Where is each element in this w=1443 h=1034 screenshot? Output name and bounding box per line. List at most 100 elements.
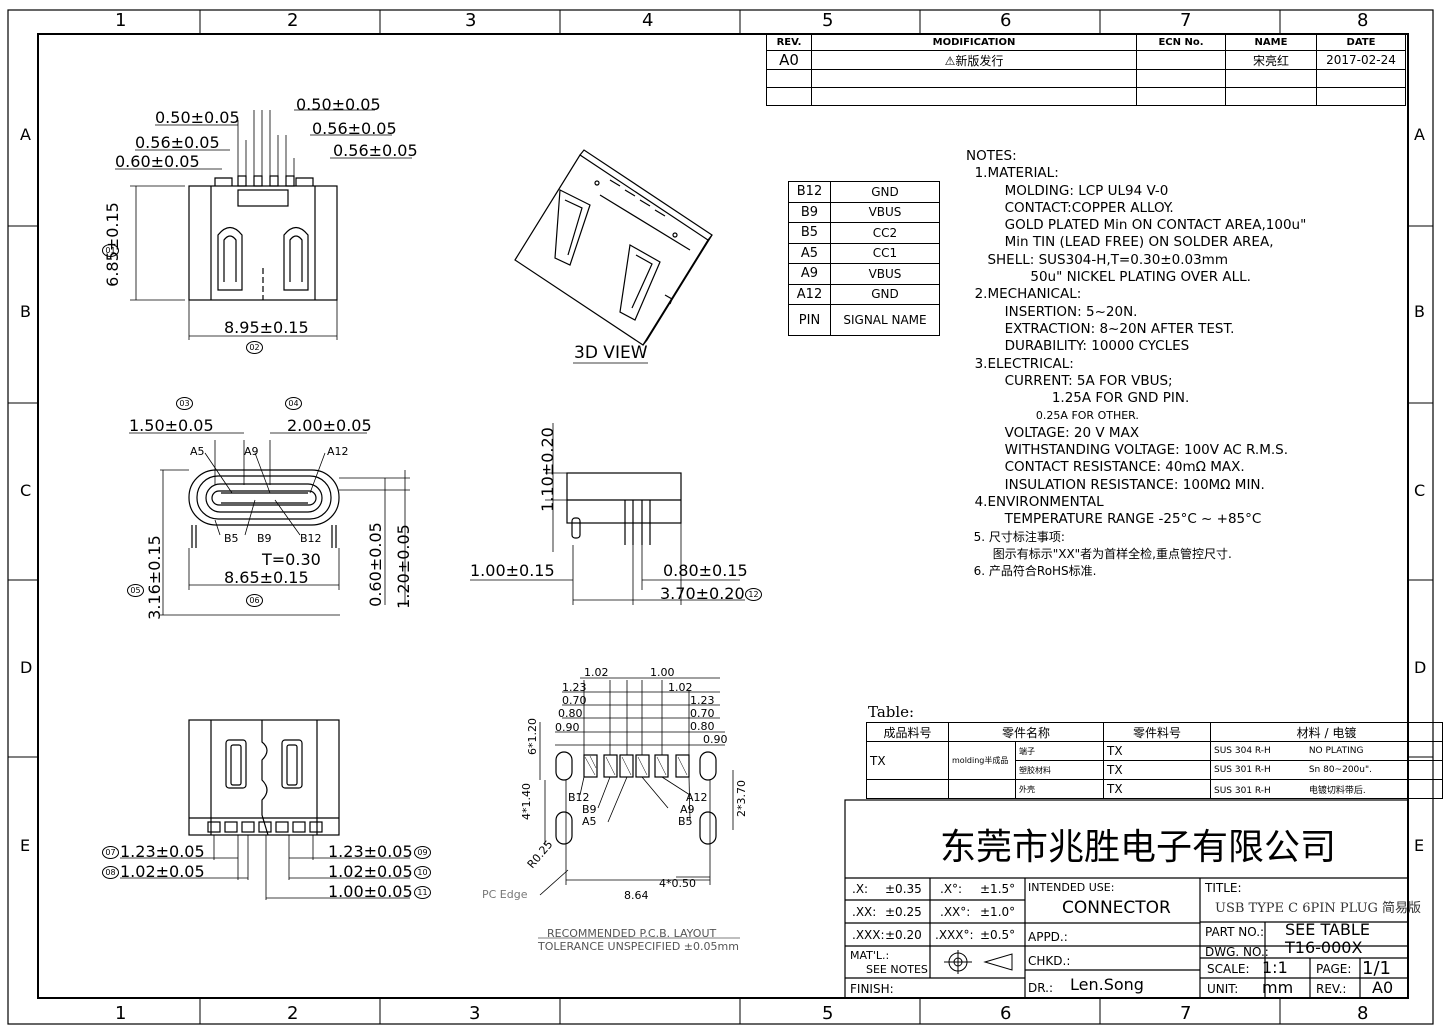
dim-label: 0.90 xyxy=(555,721,580,734)
page-label: PAGE: xyxy=(1316,962,1352,976)
dim-label: 1.02 xyxy=(668,681,693,694)
material-text: SUS 304 R-H xyxy=(1214,746,1271,756)
note-line: MOLDING: LCP UL94 V-0 xyxy=(966,182,1169,199)
dim-label: 3.16±0.15 xyxy=(144,535,164,620)
col-label-2: 2 xyxy=(287,1003,299,1024)
dim-label: T=0.30 xyxy=(262,550,321,569)
pin-cell: A5 xyxy=(788,242,831,264)
date-value: 2017-02-24 xyxy=(1316,50,1406,70)
note-line: 3.ELECTRICAL: xyxy=(966,355,1074,372)
sub-cell: molding半成品 xyxy=(948,741,1016,780)
pin-label: B5 xyxy=(678,815,693,828)
tol-value: ±0.35 xyxy=(885,882,922,896)
col-label-4: 4 xyxy=(642,10,654,31)
signal-cell: GND xyxy=(830,283,940,305)
row-label-b: B xyxy=(1414,302,1425,321)
row-label-d: D xyxy=(1414,658,1427,677)
dim-label: 0.56±0.05 xyxy=(312,119,397,138)
col-label-2: 2 xyxy=(287,10,299,31)
part-no-value: SEE TABLE xyxy=(1285,920,1370,939)
note-line: DURABILITY: 10000 CYCLES xyxy=(966,338,1190,355)
note-line: 0.25A FOR OTHER. xyxy=(966,409,1139,423)
pn-cell: TX xyxy=(1103,741,1211,761)
pin-header: PIN xyxy=(788,304,831,336)
rev-header: REV. xyxy=(766,33,812,51)
pcb-tolerance-caption: TOLERANCE UNSPECIFIED ±0.05mm xyxy=(538,940,739,953)
angle-tol-label: .XXX°: xyxy=(935,928,974,942)
empty-cell xyxy=(811,87,1137,106)
tol-label: .XX: xyxy=(852,905,877,919)
dim-label: 4*0.50 xyxy=(659,877,696,890)
dim-label: 3.70±0.20 xyxy=(660,584,745,603)
pin-label: A9 xyxy=(244,445,259,458)
material-table: 成品料号 零件名称 零件料号 材料 / 电镀 TX molding半成品 端子 … xyxy=(866,722,1443,799)
row-label-d: D xyxy=(20,658,33,677)
dwg-no-value: T16-000X xyxy=(1285,938,1363,957)
title-value: USB TYPE C 6PIN PLUG 简易版 xyxy=(1215,901,1422,916)
modification-value: ⚠新版发行 xyxy=(811,50,1137,70)
notes-block: NOTES: 1.MATERIAL: MOLDING: LCP UL94 V-0… xyxy=(966,148,1306,580)
dim-label: 1.20±0.05 xyxy=(393,524,413,609)
signal-cell: CC2 xyxy=(830,222,940,244)
balloon: 12 xyxy=(745,588,762,601)
name-value: 宋亮红 xyxy=(1225,50,1317,70)
scale-label: SCALE: xyxy=(1207,962,1250,976)
name-header: NAME xyxy=(1225,33,1317,51)
ecn-value xyxy=(1136,50,1226,70)
empty-cell xyxy=(1136,87,1226,106)
pin-label: A5 xyxy=(582,815,597,828)
company-name: 东莞市兆胜电子有限公司 xyxy=(940,827,1337,868)
empty-cell xyxy=(766,87,812,106)
col-label-3: 3 xyxy=(465,10,477,31)
empty-cell xyxy=(948,779,1016,799)
balloon: 03 xyxy=(176,397,193,410)
note-line: 4.ENVIRONMENTAL xyxy=(966,493,1104,510)
dim-label: 0.60±0.05 xyxy=(115,152,200,171)
pin-label: B9 xyxy=(582,803,597,816)
col-label-5: 5 xyxy=(822,1003,834,1024)
tol-value: ±0.25 xyxy=(885,905,922,919)
col-label-6: 6 xyxy=(1000,1003,1012,1024)
pc-edge-label: PC Edge xyxy=(482,888,528,901)
plating-text: Sn 80~200u". xyxy=(1308,765,1372,775)
balloon: 02 xyxy=(246,341,263,354)
balloon: 07 xyxy=(102,846,119,859)
note-line: 5. 尺寸标注事项: xyxy=(966,529,1065,544)
signal-cell: CC1 xyxy=(830,242,940,264)
empty-cell xyxy=(811,69,1137,88)
empty-cell xyxy=(1136,69,1226,88)
pin-cell: A12 xyxy=(788,283,831,305)
note-line: 图示有标示"XX"者为首样全检,重点管控尺寸. xyxy=(966,546,1232,561)
name-cell: 外壳 xyxy=(1015,779,1104,799)
dim-label: 4*1.40 xyxy=(520,783,533,820)
col-label-3: 3 xyxy=(469,1003,481,1024)
angle-tol-value: ±0.5° xyxy=(980,928,1016,942)
dim-label: 1.23±0.05 xyxy=(328,842,413,861)
dim-label: 0.70 xyxy=(562,694,587,707)
row-label-e: E xyxy=(1414,836,1425,855)
note-line: NOTES: xyxy=(966,148,1017,164)
matl-label: MAT'L.: xyxy=(850,949,890,962)
dim-label: 1.02 xyxy=(584,666,609,679)
balloon: 01 xyxy=(102,244,119,257)
pin-label: A12 xyxy=(327,445,349,458)
pin-cell: B5 xyxy=(788,222,831,244)
empty-cell xyxy=(1316,87,1406,106)
pin-label: B9 xyxy=(257,532,272,545)
page-value: 1/1 xyxy=(1362,958,1391,979)
angle-tol-value: ±1.5° xyxy=(980,882,1016,896)
note-line: WITHSTANDING VOLTAGE: 100V AC R.M.S. xyxy=(966,442,1288,459)
balloon: 09 xyxy=(414,846,431,859)
dwg-no-label: DWG. NO.: xyxy=(1205,945,1269,959)
note-line: EXTRACTION: 8~20N AFTER TEST. xyxy=(966,320,1235,337)
col-label-7: 7 xyxy=(1180,10,1192,31)
note-line: TEMPERATURE RANGE -25°C ~ +85°C xyxy=(966,511,1262,528)
note-line: CONTACT RESISTANCE: 40mΩ MAX. xyxy=(966,459,1245,476)
intended-use-label: INTENDED USE: xyxy=(1028,881,1115,894)
name-cell: 端子 xyxy=(1015,741,1104,761)
note-line: 2.MECHANICAL: xyxy=(966,286,1082,303)
